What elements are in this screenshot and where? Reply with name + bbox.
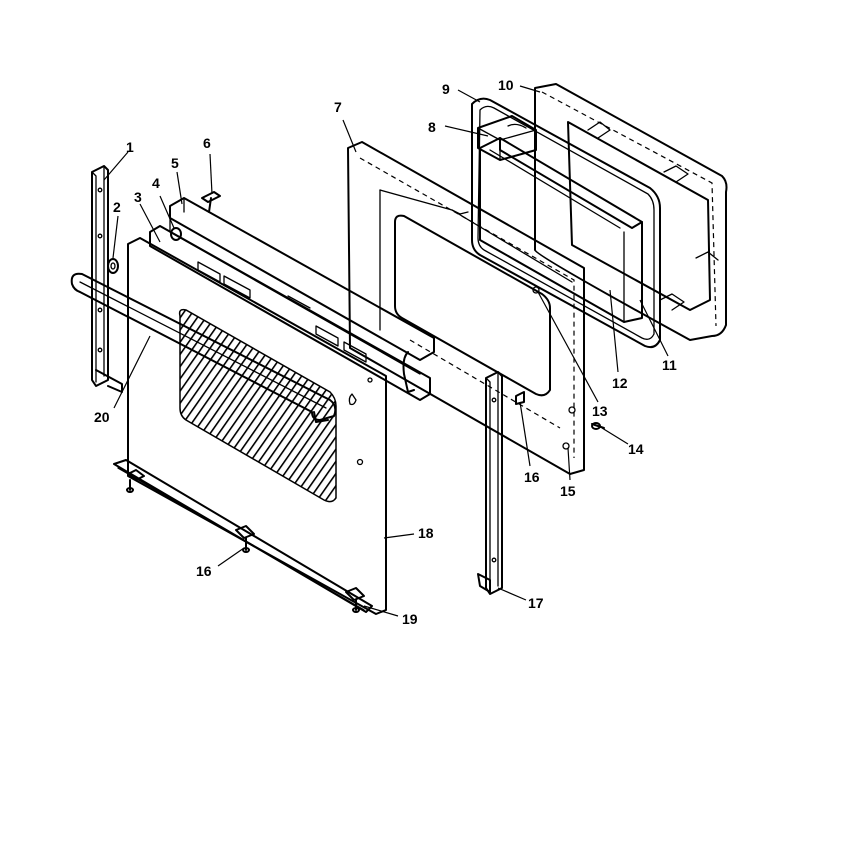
- screw-6: [201, 191, 221, 213]
- callout-19: 19: [402, 611, 418, 627]
- door-vent-plate: [149, 225, 431, 401]
- left-door-channel: [91, 165, 123, 393]
- callout-7: 7: [334, 99, 342, 115]
- clip-16-right: [515, 391, 525, 405]
- callout-11: 11: [662, 357, 677, 373]
- callout-4: 4: [152, 175, 160, 191]
- callout-3: 3: [134, 189, 142, 205]
- callout-2: 2: [113, 199, 121, 215]
- callout-16-right: 16: [524, 469, 540, 485]
- callout-17: 17: [528, 595, 544, 611]
- callout-20: 20: [94, 409, 110, 425]
- screw-4: [170, 227, 182, 241]
- callout-18: 18: [418, 525, 434, 541]
- callout-14: 14: [628, 441, 644, 457]
- screw-14: [591, 422, 605, 430]
- callout-8: 8: [428, 119, 436, 135]
- leader-lines: [103, 85, 669, 617]
- door-handle: [70, 272, 337, 423]
- inner-door-panel: [347, 141, 585, 475]
- callout-labels: 1 2 3 4 5 6 7 8 9 10 11 12 13 14 15 16 1…: [94, 77, 677, 627]
- callout-9: 9: [442, 81, 450, 97]
- right-door-channel: [477, 371, 503, 595]
- callout-5: 5: [171, 155, 179, 171]
- door-back-liner: [534, 83, 728, 341]
- inner-window-glass: [479, 137, 643, 323]
- outer-door-panel: [127, 237, 387, 615]
- callout-15: 15: [560, 483, 576, 499]
- bottom-trim-strip: [113, 459, 373, 613]
- callout-6: 6: [203, 135, 211, 151]
- door-insulation: [477, 115, 537, 161]
- door-bumper: [107, 258, 119, 274]
- door-gasket: [471, 97, 661, 349]
- callout-10: 10: [498, 77, 514, 93]
- callout-13: 13: [592, 403, 608, 419]
- callout-16-bottom: 16: [196, 563, 212, 579]
- callout-12: 12: [612, 375, 628, 391]
- callout-1: 1: [126, 139, 134, 155]
